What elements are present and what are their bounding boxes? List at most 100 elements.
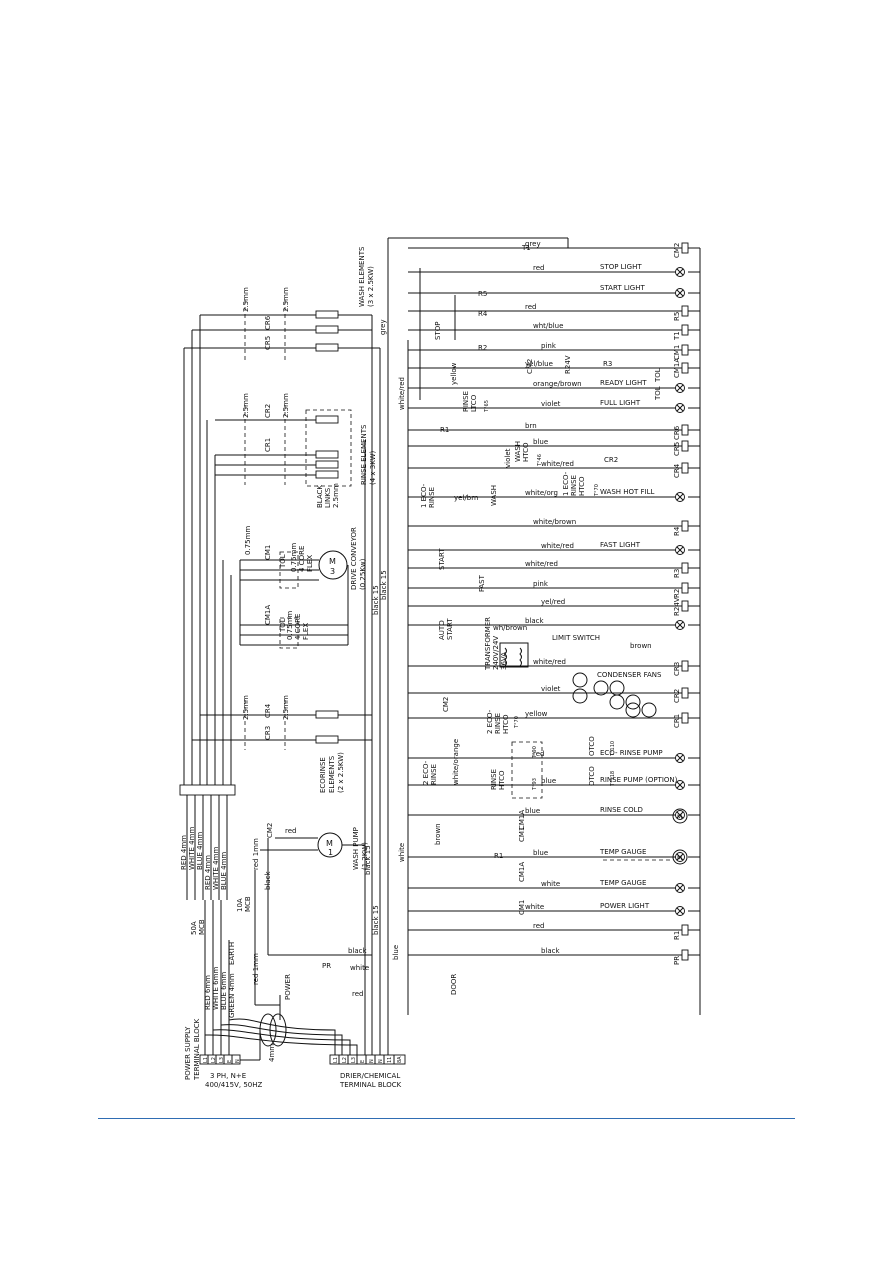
rung-coil-11 (681, 462, 689, 474)
wire-white-red-left: white/red (398, 377, 406, 410)
rung-coil-5 (681, 344, 689, 356)
rung-coil-21 (681, 712, 689, 724)
wire-red-pump: red (285, 827, 296, 835)
rung-coil-15 (681, 562, 689, 574)
supply-feed-3: BLUE 6mm (220, 972, 228, 1010)
rung-lamp-x2-8 (676, 404, 684, 412)
rung-tag-4: T1 (673, 331, 681, 341)
wash-elements-rating: (3 x 2.5KW) (367, 266, 375, 307)
t93-label: T°93 (532, 778, 538, 791)
rung-coil-0 (681, 242, 689, 254)
rinse-elements-label: RINSE ELEMENTS (360, 424, 368, 485)
flex-size-label-2: 0.75mm (286, 611, 294, 640)
rung-coil-20 (681, 687, 689, 699)
rung-tag-17: R24V (673, 597, 681, 616)
r1-contact-label: R1 (494, 852, 503, 860)
t90-label: T°90 (532, 746, 538, 759)
rung-wire-label-1: red (533, 264, 544, 272)
motor-m-label: M (329, 557, 336, 566)
rung-tag-11: CR4 (673, 463, 681, 478)
size-075-label: 0.75mm (244, 526, 252, 555)
rung-label-1: STOP LIGHT (600, 263, 642, 271)
rung-tag-9: CR6 (673, 425, 681, 440)
wire-blue-vertical: blue (392, 945, 400, 960)
limit-switch-label: LIMIT SWITCH (552, 634, 600, 642)
wash-switch-label: WASH (490, 485, 498, 506)
rung-coil-4 (681, 324, 689, 336)
supply-feed-2: WHITE 6mm (212, 967, 220, 1010)
supply-wire-4: RED 4mm (204, 855, 212, 890)
mcb-main-type: MCB (198, 919, 206, 935)
supply-term-l1: L1 (203, 1057, 209, 1063)
eco-rinse-htco2-label: 2 ECO- (486, 709, 494, 734)
rung-label-22: ECO- RINSE PUMP (600, 749, 663, 757)
rung-wire-label-3: red (525, 303, 536, 311)
size-label-4: 2.5mm (282, 393, 290, 418)
rung-tag-6: CM1A (673, 358, 681, 378)
rinse-elements-rating: (4 x 3KW) (369, 451, 377, 485)
rung-wire-label-10: blue (533, 438, 548, 446)
rung-wire-label-24: blue (525, 807, 540, 815)
rung-tag-3: R5 (673, 312, 681, 321)
wire-white-vertical: white (398, 843, 406, 862)
mcb-10-label: 10A (236, 898, 244, 912)
rung-wire-label-25: blue (533, 849, 548, 857)
rung-lamp-x2-23 (676, 781, 684, 789)
contactor-cr1: CR1 (264, 438, 272, 452)
supply-term-n: N (235, 1059, 241, 1063)
rung-label-26: TEMP GAUGE (599, 879, 646, 887)
cm1a-contact-label: CM1A (518, 810, 526, 830)
rung-coil-13 (681, 520, 689, 532)
cm2-contact-label: CM2 (442, 697, 450, 712)
rung-tag-13: R4 (673, 526, 681, 536)
pump-1-label: 1 (328, 848, 333, 857)
wire-white-970: white (350, 964, 369, 972)
rung-lamp-x2-27 (676, 907, 684, 915)
rung-wire-label-17: yel/red (541, 598, 565, 606)
rung-tag-5: CM1 (673, 345, 681, 360)
wash-htco-label: WASH (514, 441, 522, 462)
otco-label: OTCO (588, 736, 596, 756)
wire-wh-brown: wh/brown (493, 624, 527, 632)
rung-coil-10 (681, 440, 689, 452)
rung-tag-0: CM2 (673, 243, 681, 258)
wire-black15-2: black 15 (380, 570, 388, 600)
tol-control-label-2: TOL (654, 368, 662, 383)
flex-core-label-2: 4 CORE (294, 614, 302, 640)
rung-wire-label-15: white/red (525, 560, 558, 568)
rung-wire-label-21: yellow (525, 710, 548, 718)
drier-block-label: DRIER/CHEMICAL (340, 1072, 400, 1080)
rung-wire-label-26: white (541, 880, 560, 888)
start-switch-label: START (438, 548, 446, 570)
wash-pump-rating: (1.2KW) (361, 842, 369, 870)
rung-lamp-x2-12 (676, 493, 684, 501)
page-divider (98, 1118, 795, 1119)
auto-start-label: AUTO (438, 620, 446, 640)
eco-rinse-switch-label-2: RINSE (428, 487, 436, 508)
r1-switch-label: R1 (440, 426, 449, 434)
door-switch-label: DOOR (450, 974, 458, 995)
rung-wire-label-29: black (541, 947, 561, 955)
contactor-cr5: CR5 (264, 336, 272, 350)
ecorinse-elements-label: ECORINSE (319, 757, 327, 793)
wash-htco-label-2: HTCO (522, 442, 530, 462)
tol-control-label: TOL (654, 386, 662, 401)
cm2-switch-label: CM2 (526, 359, 534, 374)
rung-wire-label-5: pink (541, 342, 557, 350)
contactor-cr6: CR6 (264, 315, 272, 330)
supply-wire-5: WHITE 4mm (212, 847, 220, 890)
t118-label: T°118 (610, 771, 616, 787)
contactor-cr2: CR2 (264, 404, 272, 418)
rung-coil-16 (681, 582, 689, 594)
rung-label-24: RINSE COLD (600, 806, 643, 814)
flex-size-label: 0.75mm (290, 543, 298, 572)
supply-term-l2: L2 (211, 1057, 217, 1063)
stop-switch-label: STOP (434, 322, 442, 340)
rung-wire-label-13: white/brown (533, 518, 576, 526)
rung-coil-19 (681, 660, 689, 672)
power-switch-label: POWER (284, 974, 292, 1000)
rung-label-27: POWER LIGHT (600, 902, 650, 910)
